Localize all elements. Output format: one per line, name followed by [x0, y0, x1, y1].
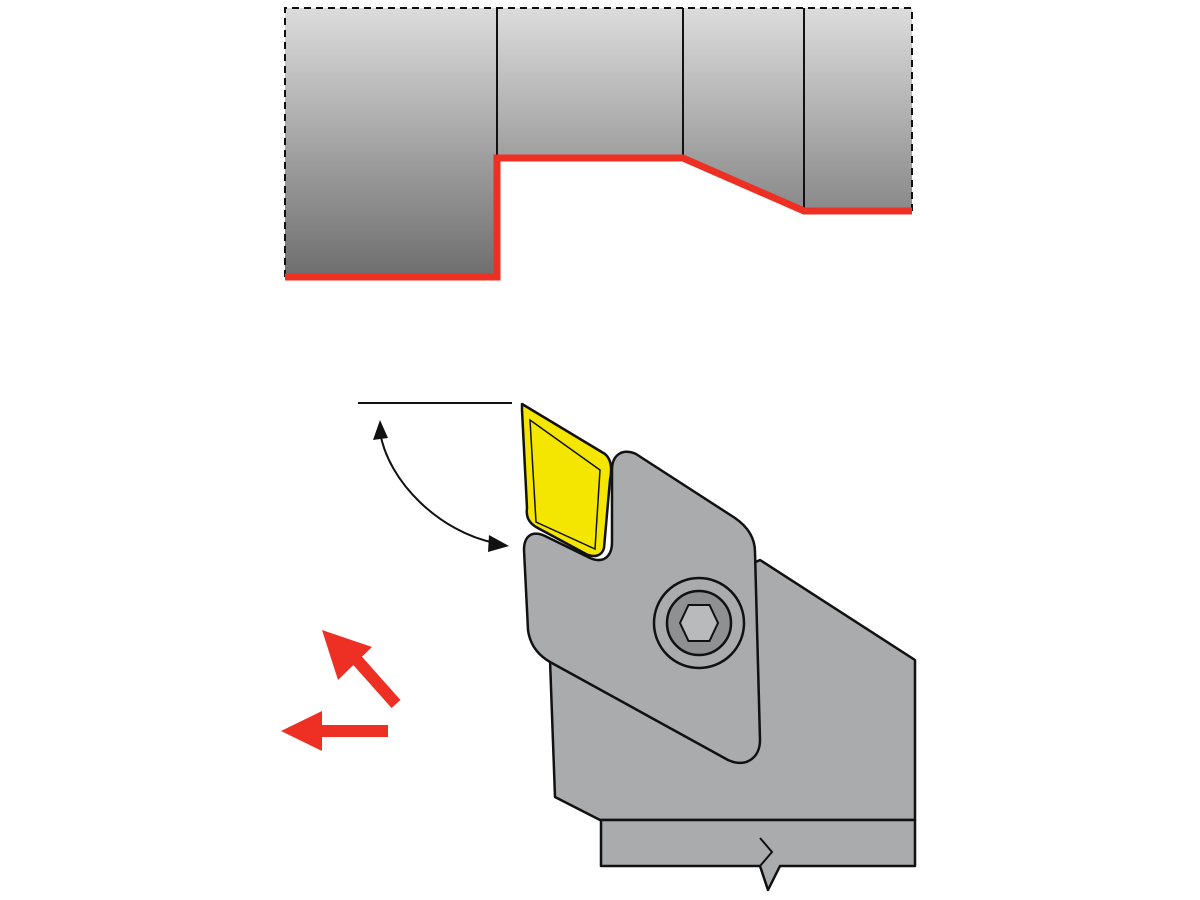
workpiece-dashed-outline — [284, 7, 913, 277]
insert-inner-edge — [529, 418, 601, 551]
feed-arrow-left-head — [281, 711, 322, 751]
feed-arrow-diagonal-head — [322, 630, 372, 680]
clamp-screw — [652, 576, 746, 670]
approach-angle-indicator — [358, 402, 512, 552]
angle-arrowhead-right — [488, 535, 509, 552]
clamp — [522, 450, 762, 765]
shank-break-line — [758, 837, 774, 891]
feed-direction-arrows — [281, 630, 401, 751]
angle-arrowhead-up — [373, 420, 388, 440]
workpiece — [284, 7, 913, 281]
clamp-plate — [522, 450, 762, 765]
workpiece-body — [285, 8, 912, 277]
angle-arc — [379, 431, 496, 544]
insert-body — [520, 402, 613, 558]
holder-shank — [599, 818, 917, 892]
cutting-insert — [520, 402, 613, 558]
cut-profile-line — [285, 154, 912, 281]
hex-socket-icon — [678, 604, 720, 642]
